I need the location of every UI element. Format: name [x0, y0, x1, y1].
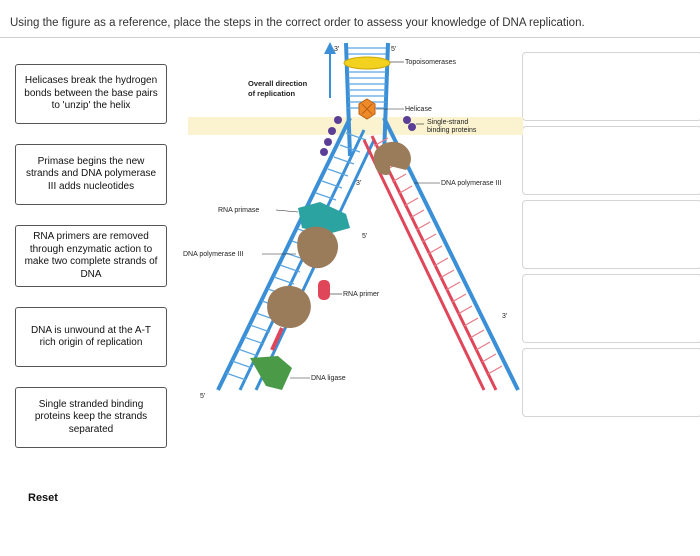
helicase-label: Helicase — [405, 106, 432, 113]
end-5-mid-label: 5' — [362, 233, 367, 240]
dna-pol-right-label: DNA polymerase III — [441, 180, 501, 187]
end-5-top-label: 5' — [391, 46, 396, 53]
overall-direction-label-1: Overall direction — [248, 79, 308, 88]
overall-direction-label-2: of replication — [248, 89, 296, 98]
dna-polymerase-right-icon — [373, 141, 411, 176]
dna-pol-left-label: DNA polymerase III — [183, 251, 243, 258]
step-card-text: RNA primers are removed through enzymati… — [24, 231, 158, 280]
topoisomerase-icon — [343, 56, 391, 70]
topoisomerases-label: Topoisomerases — [405, 59, 456, 66]
step-card-text: Single stranded binding proteins keep th… — [34, 398, 148, 435]
ssb-label-1: Single-strand — [427, 119, 468, 126]
step-card[interactable]: Single stranded binding proteins keep th… — [15, 387, 167, 448]
dna-polymerase-lower-icon — [267, 285, 311, 328]
end-3-top-label: 3' — [334, 46, 339, 53]
step-card-text: DNA is unwound at the A-T rich origin of… — [30, 324, 152, 349]
step-card[interactable]: RNA primers are removed through enzymati… — [15, 225, 167, 287]
end-3-mid-label: 3' — [356, 180, 361, 187]
answer-slot[interactable] — [522, 348, 700, 417]
header-divider — [0, 37, 700, 38]
reset-button[interactable]: Reset — [28, 492, 58, 504]
answer-slot[interactable] — [522, 52, 700, 121]
step-card[interactable]: Helicases break the hydrogen bonds betwe… — [15, 64, 167, 124]
ssb-label-2: binding proteins — [427, 127, 477, 134]
answer-slot[interactable] — [522, 274, 700, 343]
rna-primer-icon — [318, 280, 330, 300]
dna-ligase-icon — [250, 356, 292, 390]
ssb-protein-icon — [320, 116, 416, 156]
end-3-right-label: 3' — [502, 313, 507, 320]
dna-polymerase-left-icon — [297, 226, 339, 269]
step-card[interactable]: Primase begins the new strands and DNA p… — [15, 144, 167, 205]
end-5-bottom-label: 5' — [200, 393, 205, 400]
instruction-text: Using the figure as a reference, place t… — [10, 17, 585, 29]
answer-slot[interactable] — [522, 200, 700, 269]
dna-replication-diagram: Overall direction of replication 3' 5' T… — [183, 42, 523, 400]
helicase-highlight-band — [188, 117, 523, 135]
rna-primer-label: RNA primer — [343, 291, 380, 298]
step-card[interactable]: DNA is unwound at the A-T rich origin of… — [15, 307, 167, 367]
step-card-text: Primase begins the new strands and DNA p… — [25, 155, 157, 192]
rna-primase-icon — [298, 202, 350, 234]
step-card-text: Helicases break the hydrogen bonds betwe… — [24, 75, 158, 112]
dna-ligase-label: DNA ligase — [311, 375, 346, 382]
answer-slot[interactable] — [522, 126, 700, 195]
rna-primase-label: RNA primase — [218, 207, 259, 214]
